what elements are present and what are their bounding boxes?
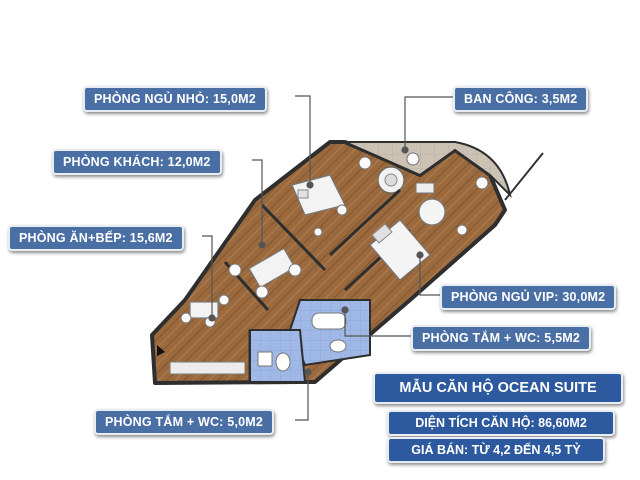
label-small-bedroom: PHÒNG NGỦ NHỎ: 15,0M2 <box>83 86 267 112</box>
label-balcony: BAN CÔNG: 3,5M2 <box>453 86 589 112</box>
label-bathroom-1: PHÒNG TẮM + WC: 5,5M2 <box>411 325 592 351</box>
bathroom-2-floor <box>249 329 307 383</box>
apartment-price: GIÁ BÁN: TỪ 4,2 ĐẾN 4,5 TỶ <box>387 437 605 463</box>
label-bathroom-2: PHÒNG TẮM + WC: 5,0M2 <box>94 409 275 435</box>
label-vip-bedroom: PHÒNG NGỦ VIP: 30,0M2 <box>440 284 617 310</box>
balcony-area <box>344 141 544 201</box>
dining-kitchen-furniture <box>157 294 246 375</box>
apartment-area: DIỆN TÍCH CĂN HỘ: 86,60M2 <box>387 410 615 436</box>
vip-bedroom-furniture <box>369 182 468 281</box>
leader-lines <box>202 95 455 421</box>
living-room-furniture <box>228 247 302 299</box>
small-bedroom-furniture <box>291 174 348 237</box>
label-dining-kitchen: PHÒNG ĂN+BẾP: 15,6M2 <box>8 225 184 251</box>
label-living-room: PHÒNG KHÁCH: 12,0M2 <box>52 149 222 175</box>
apartment-title: MẪU CĂN HỘ OCEAN SUITE <box>373 372 623 404</box>
bathroom-1-floor <box>288 299 371 367</box>
